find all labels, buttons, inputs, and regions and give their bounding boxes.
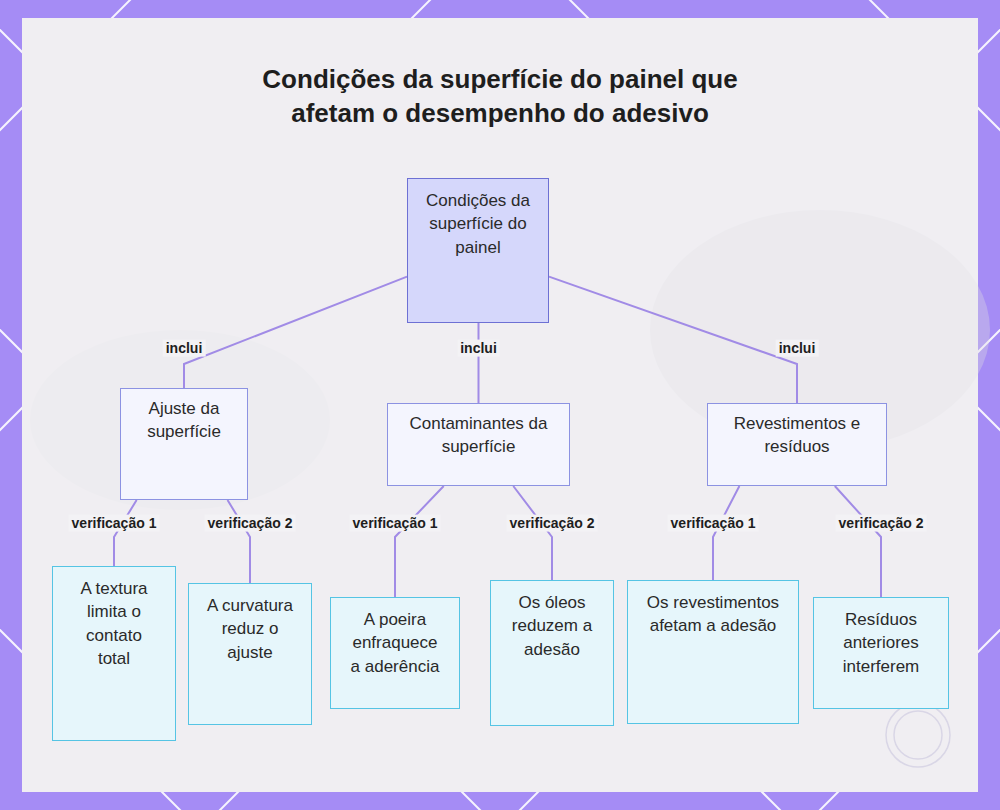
connector-label: verificação 1 — [668, 515, 759, 532]
faint-photo — [22, 18, 990, 792]
connector-label: verificação 2 — [836, 515, 927, 532]
connector-label: inclui — [163, 340, 206, 357]
category-box: Revestimentos e resíduos — [707, 403, 887, 486]
node-label: Contaminantes da superfície — [400, 412, 557, 459]
check-box: Os óleos reduzem a adesão — [490, 580, 614, 726]
connector-line — [549, 277, 797, 403]
connector-line — [478, 323, 480, 403]
connector-line — [835, 486, 881, 597]
connector-line — [395, 486, 444, 597]
connector-line — [184, 277, 407, 388]
check-box: A curvatura reduz o ajuste — [188, 583, 312, 725]
node-label: A poeira enfraquece a aderência — [347, 608, 443, 678]
check-box: Os revestimentos afetam a adesão — [627, 580, 799, 724]
node-label: Resíduos anteriores interferem — [830, 608, 932, 678]
category-box: Ajuste da superfície — [120, 388, 248, 500]
title-box: Condições da superfície do painel que af… — [240, 62, 760, 131]
panel — [22, 18, 978, 792]
connector-label: verificação 2 — [205, 515, 296, 532]
check-box: A textura limita o contato total — [52, 566, 176, 741]
node-label: Revestimentos e resíduos — [720, 412, 874, 459]
corner-logo — [886, 703, 950, 767]
connector-line — [228, 500, 250, 583]
node-label: Os óleos reduzem a adesão — [507, 591, 597, 661]
connector-label: verificação 1 — [69, 515, 160, 532]
connector-line — [513, 486, 552, 580]
node-label: Os revestimentos afetam a adesão — [644, 591, 782, 638]
node-label: Ajuste da superfície — [133, 397, 235, 444]
connector-line — [114, 500, 137, 566]
root-box: Condições da superfície do painel — [407, 178, 549, 323]
node-label: Condições da superfície do painel — [426, 189, 530, 259]
connector-line — [713, 486, 739, 580]
connector-label: inclui — [776, 340, 819, 357]
diagram-title: Condições da superfície do painel que af… — [240, 62, 760, 131]
node-label: A textura limita o contato total — [69, 577, 159, 671]
node-label: A curvatura reduz o ajuste — [205, 594, 295, 664]
connector-label: verificação 1 — [350, 515, 441, 532]
connector-label: inclui — [457, 340, 500, 357]
category-box: Contaminantes da superfície — [387, 403, 570, 486]
check-box: Resíduos anteriores interferem — [813, 597, 949, 709]
connector-label: verificação 2 — [507, 515, 598, 532]
check-box: A poeira enfraquece a aderência — [330, 597, 460, 709]
